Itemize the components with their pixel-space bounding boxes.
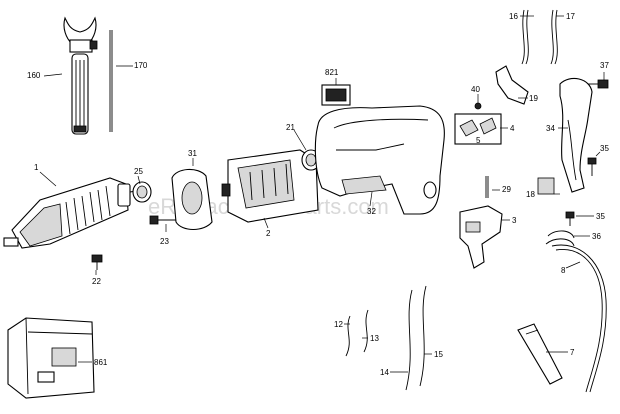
callout-170: 170	[134, 61, 148, 70]
callout-13: 13	[370, 334, 379, 343]
callout-35-lower: 35	[596, 212, 605, 221]
callout-29: 29	[502, 185, 511, 194]
part-8-cord	[551, 244, 607, 393]
callout-21: 21	[286, 123, 295, 132]
part-14-wire	[405, 289, 413, 391]
part-4-brush-holder-set	[454, 113, 502, 145]
callout-34: 34	[546, 124, 555, 133]
callout-7: 7	[570, 348, 575, 357]
part-29-brush	[485, 176, 489, 198]
callout-36: 36	[592, 232, 601, 241]
callout-35-upper: 35	[600, 144, 609, 153]
callout-23: 23	[160, 237, 169, 246]
part-31-baffle	[171, 168, 213, 231]
callout-40: 40	[471, 85, 480, 94]
part-821-label	[321, 84, 351, 106]
part-22-screw	[91, 254, 103, 270]
callout-18: 18	[526, 190, 535, 199]
callout-37: 37	[600, 61, 609, 70]
part-37-screw	[588, 79, 609, 89]
callout-16: 16	[509, 12, 518, 21]
part-170-depth-rod	[109, 30, 113, 132]
part-36-cord-clamp	[545, 230, 575, 247]
part-160-side-handle	[63, 16, 98, 135]
callout-19: 19	[529, 94, 538, 103]
part-16-wire	[521, 9, 529, 65]
part-23-screw	[149, 215, 178, 225]
part-34-handle	[559, 77, 593, 193]
callout-5: 5	[476, 136, 481, 145]
part-21-bearing	[301, 149, 321, 171]
callout-12: 12	[334, 320, 343, 329]
leader-lines	[39, 15, 605, 373]
part-1-armature	[3, 177, 143, 249]
callout-3: 3	[512, 216, 517, 225]
part-15-wire	[419, 285, 427, 387]
part-17-wire	[550, 9, 558, 65]
callout-14: 14	[380, 368, 389, 377]
callout-labels: 160 170 1 25 22 23 31 2 21 821 32 40 19 …	[27, 12, 609, 377]
part-7-cord-protector	[517, 323, 563, 385]
callout-1: 1	[34, 163, 39, 172]
part-40-screw	[474, 102, 482, 110]
part-2-field	[221, 149, 319, 223]
callout-31: 31	[188, 149, 197, 158]
callout-160: 160	[27, 71, 41, 80]
part-861-carrying-case	[7, 317, 95, 399]
part-32-housing	[314, 105, 445, 215]
callout-861: 861	[94, 358, 108, 367]
part-12-wire	[345, 315, 351, 357]
callout-22: 22	[92, 277, 101, 286]
part-18-capacitor	[537, 177, 555, 195]
callout-17: 17	[566, 12, 575, 21]
callout-15: 15	[434, 350, 443, 359]
callout-25: 25	[134, 167, 143, 176]
callout-8: 8	[561, 266, 566, 275]
part-35-screw-lower	[565, 211, 575, 226]
part-25-bearing	[132, 181, 152, 203]
part-13-wire	[363, 309, 369, 353]
callout-4: 4	[510, 124, 515, 133]
callout-2: 2	[266, 229, 271, 238]
part-3-switch	[459, 205, 503, 269]
callout-32: 32	[367, 207, 376, 216]
callout-821: 821	[325, 68, 339, 77]
part-35-screw-upper	[587, 157, 597, 176]
